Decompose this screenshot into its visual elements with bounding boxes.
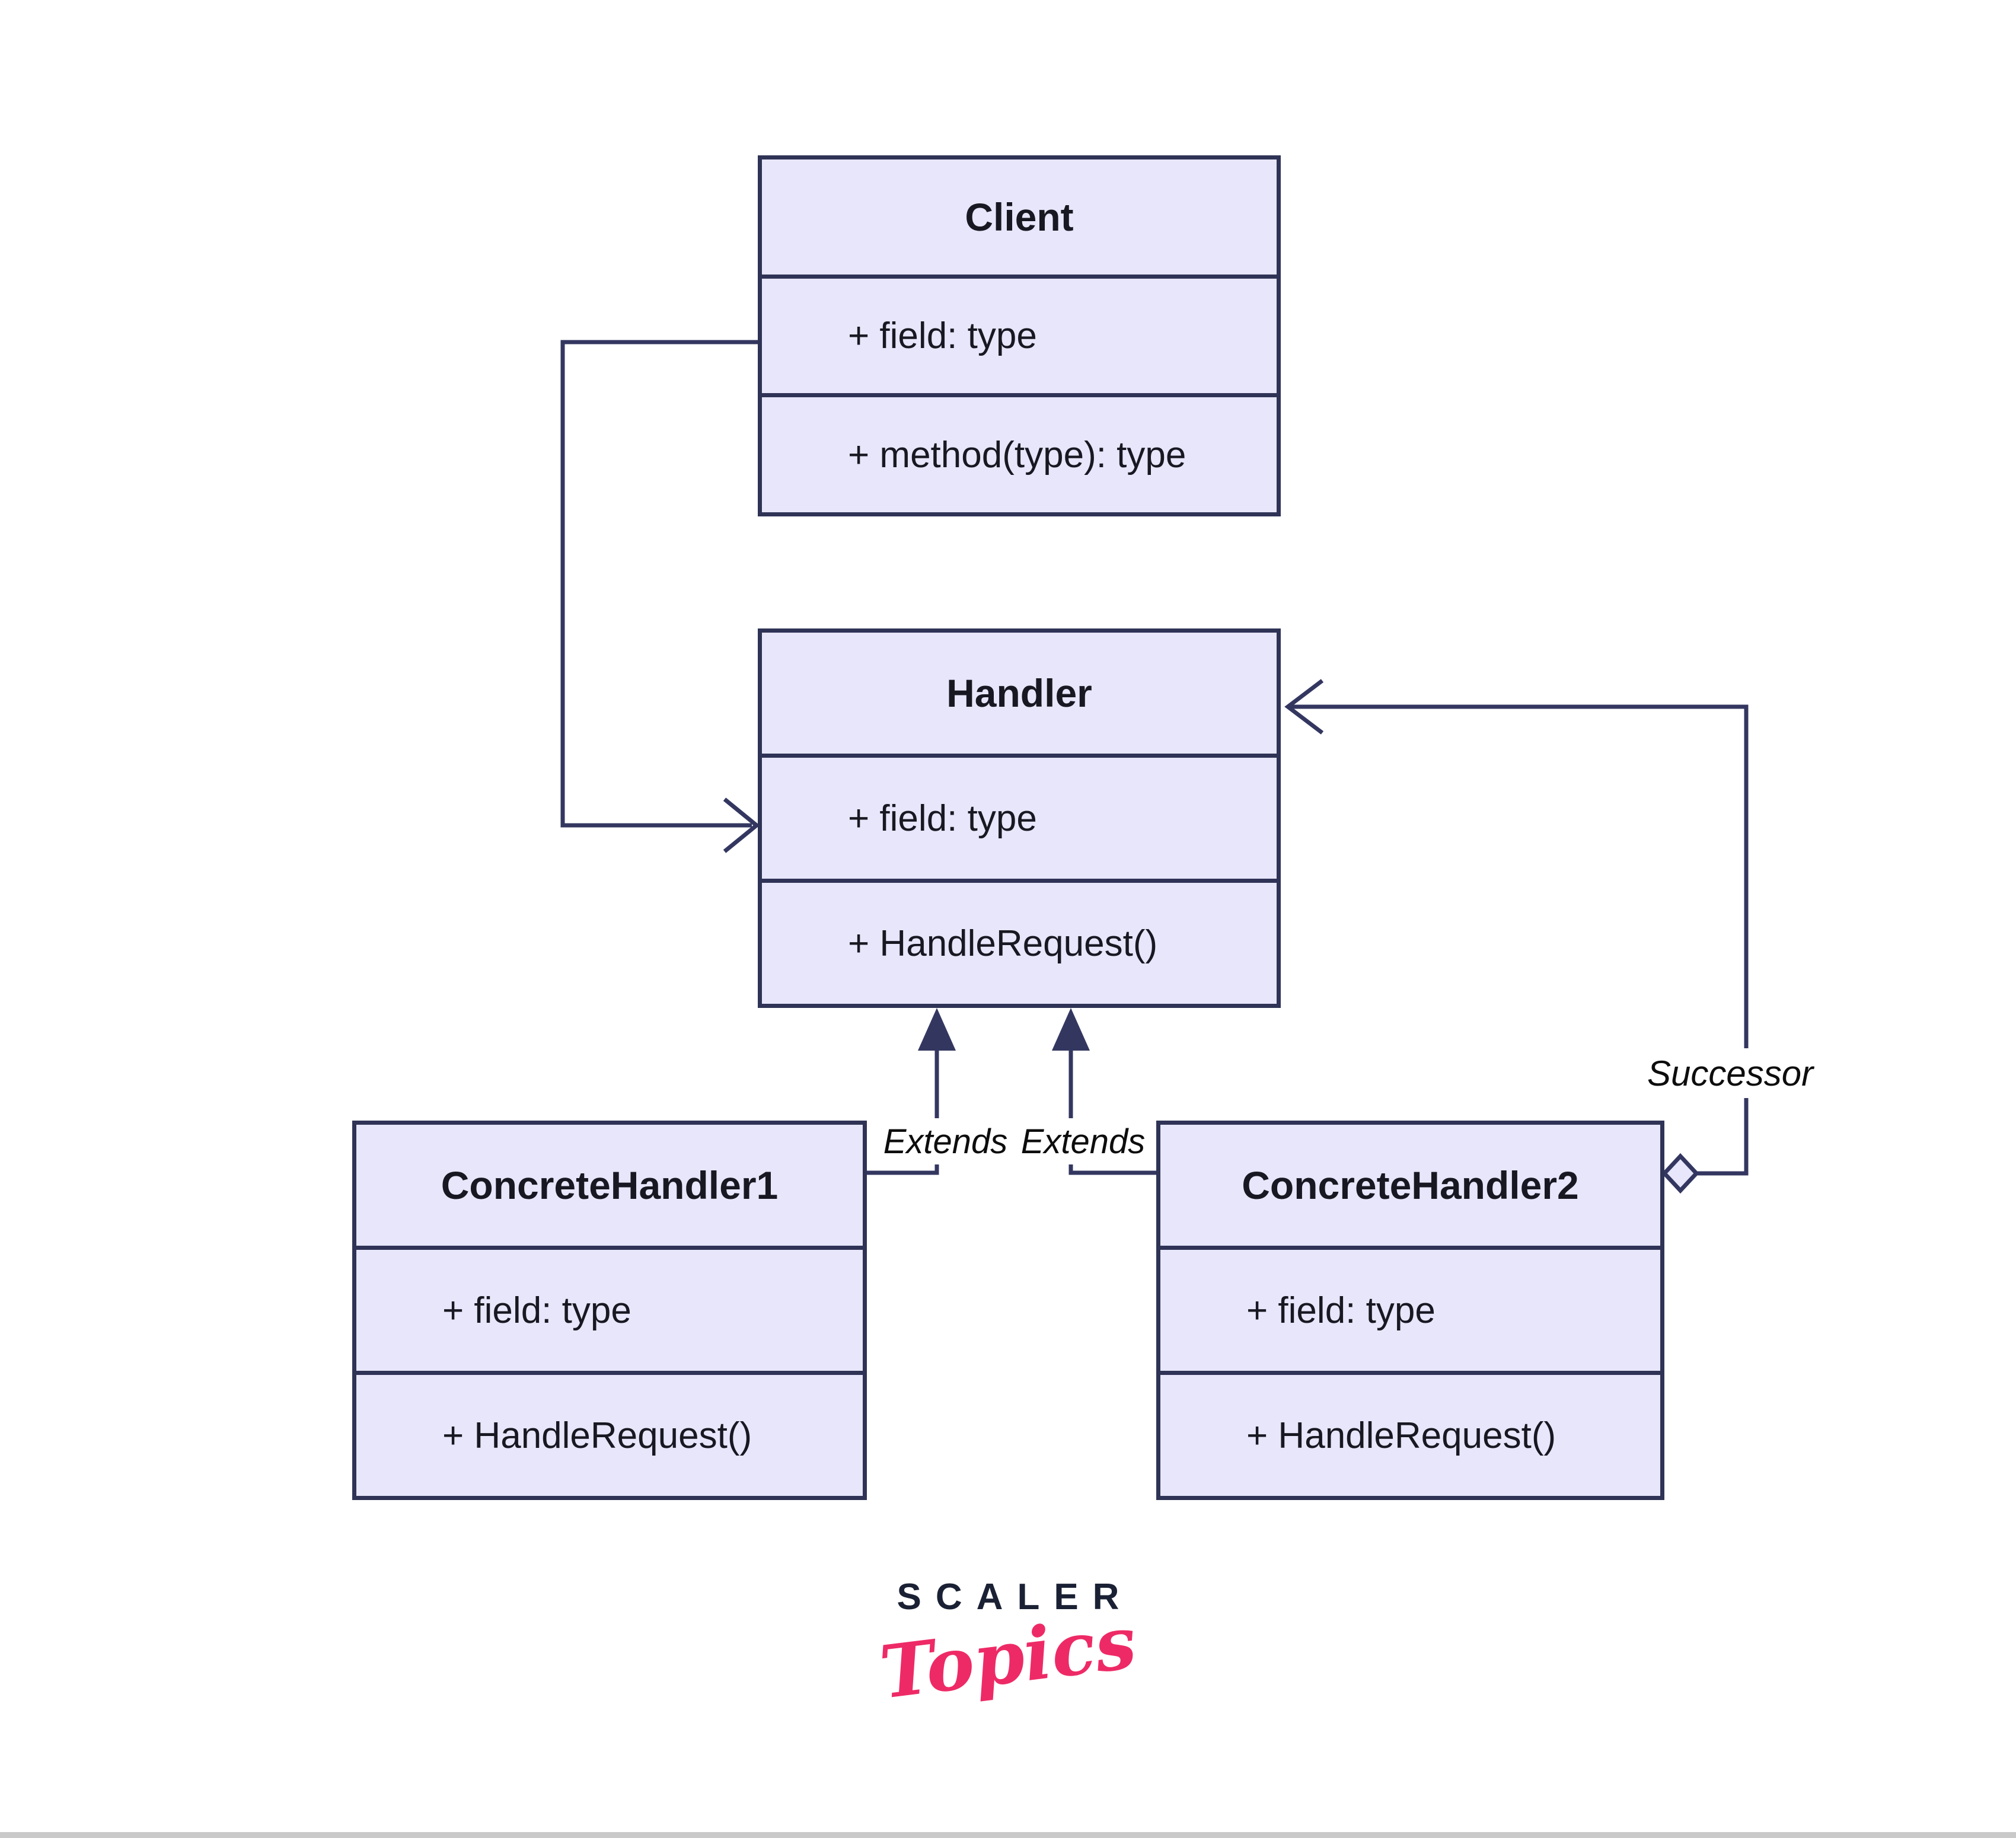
extends-arrowhead-left [918,1008,956,1051]
extends-label-right: Extends [1016,1118,1150,1164]
class-title-handler: Handler [946,671,1092,715]
bottom-gray-strip [0,1832,2016,1838]
aggregation-diamond [1661,1153,1699,1194]
class-method-handler: + HandleRequest() [762,879,1277,1004]
successor-label: Successor [1640,1048,1820,1098]
client-handler-association-line [560,340,758,828]
class-method-concrete-handler-2: + HandleRequest() [1160,1371,1660,1496]
extends-line-right [1068,1051,1156,1175]
extends-line-left [867,1051,939,1175]
class-box-handler: Handler + field: type + HandleRequest() [758,628,1281,1008]
class-title-concrete-handler-2: ConcreteHandler2 [1242,1163,1579,1207]
class-box-concrete-handler-2: ConcreteHandler2 + field: type + HandleR… [1156,1121,1664,1500]
class-method-concrete-handler-1: + HandleRequest() [356,1371,863,1496]
scaler-wordmark: SCALER [897,1577,1134,1617]
class-box-concrete-handler-1: ConcreteHandler1 + field: type + HandleR… [352,1121,867,1500]
class-box-client: Client + field: type + method(type): typ… [758,155,1281,516]
class-title-concrete-handler-1: ConcreteHandler1 [441,1163,779,1207]
extends-label-left: Extends [879,1118,1012,1164]
class-field-client: + field: type [762,274,1277,394]
extends-arrowhead-right [1052,1008,1090,1051]
class-field-handler: + field: type [762,754,1277,879]
class-title-client: Client [965,194,1074,239]
scaler-topics-logo: SCALER Topics [830,1576,1186,1715]
open-arrowhead-into-handler-left [723,797,760,853]
successor-association-line [1290,704,1749,1176]
class-field-concrete-handler-1: + field: type [356,1246,863,1371]
open-arrowhead-into-handler-right [1284,679,1324,735]
class-method-client: + method(type): type [762,393,1277,512]
class-field-concrete-handler-2: + field: type [1160,1246,1660,1371]
